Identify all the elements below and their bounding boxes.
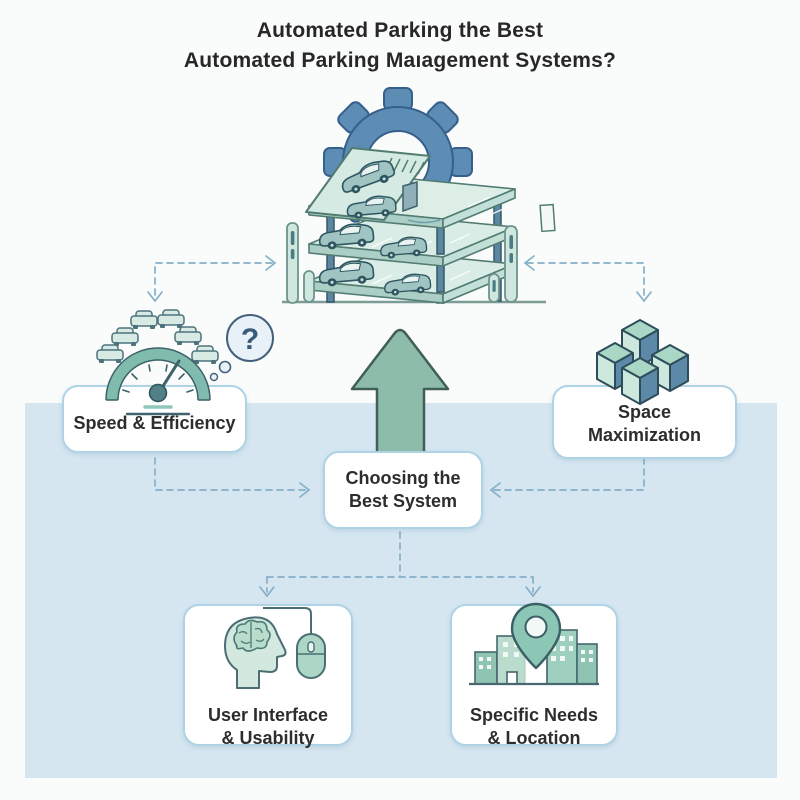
space-label-line1: Space	[617, 401, 672, 422]
parking-sign	[539, 203, 556, 233]
choosing-label-line1: Choosing the	[345, 467, 461, 488]
ui-label-line2: & Usability	[221, 728, 315, 749]
location-pin-icon	[510, 602, 562, 670]
ui-label-line1: User Interface	[207, 704, 329, 725]
needs-label-line1: Specific Needs	[469, 704, 599, 725]
bollards	[286, 222, 518, 304]
connector-structure-to-space	[523, 255, 652, 303]
needs-icon-wrap	[459, 600, 609, 698]
isometric-cubes-icon	[596, 319, 689, 405]
computer-mouse-icon	[263, 606, 326, 679]
space-label-line2: Maximization	[587, 424, 702, 445]
parking-structure	[282, 147, 556, 304]
node-space-maximization: Space Maximization	[552, 385, 737, 459]
title-line-1: Automated Parking the Best	[256, 19, 544, 42]
question-bubble-icon: ?	[209, 314, 274, 382]
speedometer-icon	[105, 347, 211, 416]
needs-label-line2: & Location	[487, 728, 581, 749]
connector-choosing-to-bottom-boxes	[259, 531, 541, 598]
node-user-interface-usability: User Interface & Usability	[183, 604, 353, 748]
node-choosing-best-system: Choosing the Best System	[323, 451, 483, 529]
connector-speed-to-choosing	[154, 457, 311, 498]
choosing-label-line2: Best System	[348, 491, 458, 511]
page-title: Automated Parking the Best Automated Par…	[0, 16, 800, 76]
head-brain-icon	[224, 616, 287, 689]
node-specific-needs-location: Specific Needs & Location	[450, 602, 618, 748]
speed-label: Speed & Efficiency	[73, 412, 236, 433]
connector-structure-to-speed	[147, 255, 277, 303]
ui-icon-wrap	[193, 600, 343, 698]
question-mark: ?	[241, 323, 259, 356]
title-line-2: Automated Parking Maıagement Systems?	[183, 48, 617, 72]
connector-space-to-choosing	[489, 457, 645, 498]
